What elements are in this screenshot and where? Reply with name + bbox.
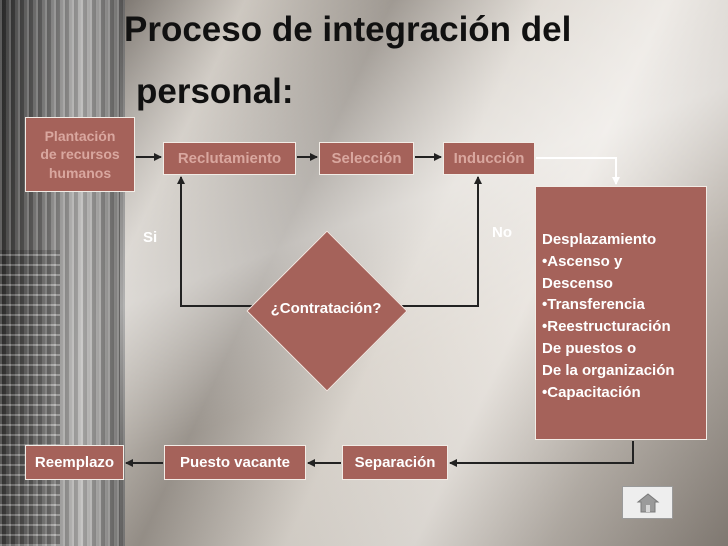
- decision-label: ¿Contratación?: [270, 300, 382, 317]
- arrow-desplazamiento-separacion: [449, 441, 634, 467]
- arrow-decision-si: [177, 176, 262, 307]
- arrow-induccion-desplazamiento: [536, 157, 620, 185]
- node-seleccion: Selección: [319, 142, 414, 175]
- node-plantacion-line: Plantación: [44, 128, 116, 145]
- desplazamiento-line: •Transferencia: [542, 296, 645, 314]
- arrow-decision-no: [390, 176, 482, 307]
- node-separacion: Separación: [342, 445, 448, 480]
- desplazamiento-line: •Reestructuración: [542, 318, 671, 336]
- node-reclutamiento: Reclutamiento: [163, 142, 296, 175]
- background-building-windows: [0, 250, 60, 546]
- node-plantacion-line: de recursos: [40, 146, 120, 163]
- home-icon: [636, 492, 659, 512]
- desplazamiento-line: •Capacitación: [542, 383, 641, 401]
- node-induccion: Inducción: [443, 142, 535, 175]
- node-reemplazo: Reemplazo: [25, 445, 124, 480]
- node-desplazamiento: Desplazamiento •Ascenso y Descenso •Tran…: [535, 186, 707, 440]
- home-button[interactable]: [622, 486, 673, 519]
- desplazamiento-line: Desplazamiento: [542, 231, 657, 248]
- page-title-line-2: personal:: [136, 72, 294, 111]
- page-title-line-1: Proceso de integración del: [124, 10, 572, 49]
- desplazamiento-line: De puestos o: [542, 339, 637, 357]
- desplazamiento-line: Descenso: [542, 274, 613, 292]
- node-plantacion-line: humanos: [48, 164, 112, 181]
- desplazamiento-line: •Ascenso y: [542, 252, 623, 270]
- desplazamiento-line: De la organización: [542, 361, 675, 379]
- node-puesto-vacante: Puesto vacante: [164, 445, 306, 480]
- node-plantacion: Plantación de recursos humanos: [25, 117, 135, 192]
- label-no: No: [492, 224, 512, 241]
- label-si: Si: [143, 229, 158, 246]
